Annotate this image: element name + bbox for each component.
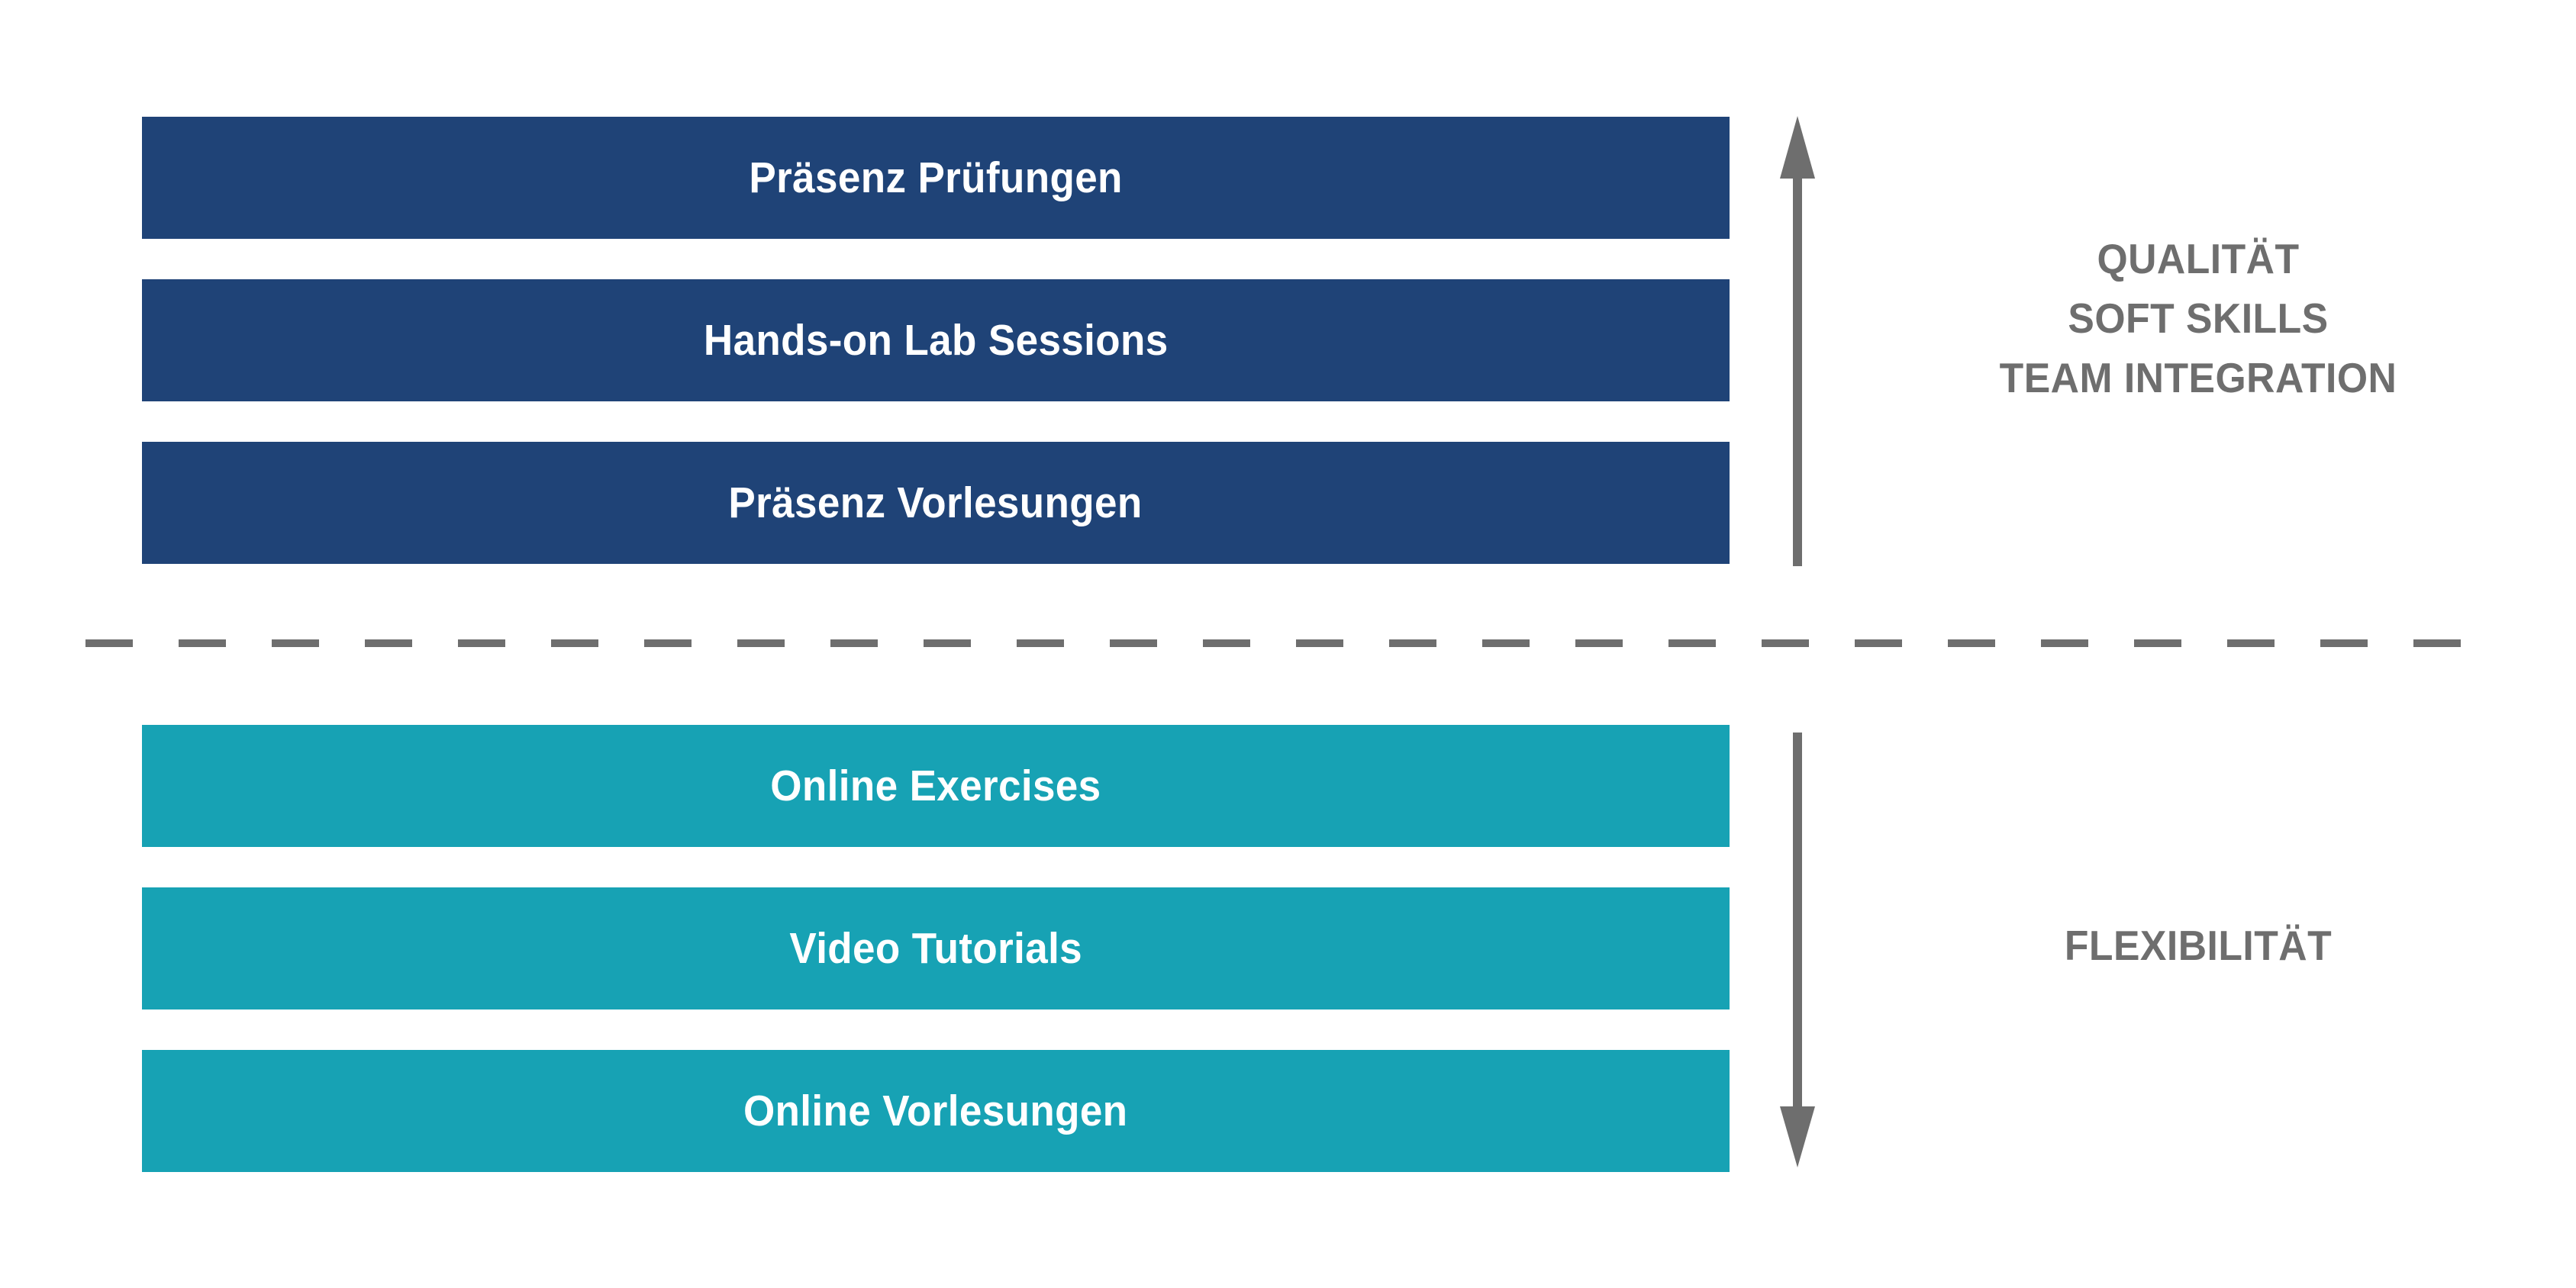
bar-online-exercises[interactable]: Online Exercises: [142, 725, 1730, 847]
bar-label: Präsenz Vorlesungen: [728, 478, 1143, 527]
bar-presence-lab-sessions[interactable]: Hands-on Lab Sessions: [142, 279, 1730, 401]
bar-label: Online Exercises: [770, 761, 1101, 810]
dashed-divider: [85, 639, 2496, 647]
bar-presence-vorlesungen[interactable]: Präsenz Vorlesungen: [142, 442, 1730, 564]
arrow-down-icon: [1778, 733, 1817, 1167]
bar-label: Präsenz Prüfungen: [749, 153, 1123, 202]
group-label-line: SOFT SKILLS: [2068, 295, 2329, 343]
bar-online-vorlesungen[interactable]: Online Vorlesungen: [142, 1050, 1730, 1172]
group-label-quality: QUALITÄT SOFT SKILLS TEAM INTEGRATION: [1875, 229, 2521, 407]
group-label-flexibility: FLEXIBILITÄT: [1875, 916, 2521, 975]
bar-online-video-tutorials[interactable]: Video Tutorials: [142, 887, 1730, 1009]
group-label-line: FLEXIBILITÄT: [2064, 922, 2333, 969]
bar-label: Online Vorlesungen: [743, 1086, 1128, 1135]
bar-presence-pruefungen[interactable]: Präsenz Prüfungen: [142, 117, 1730, 239]
group-label-line: QUALITÄT: [2097, 235, 2300, 282]
bar-label: Video Tutorials: [789, 923, 1082, 973]
group-label-line: TEAM INTEGRATION: [1999, 354, 2397, 402]
arrow-up-icon: [1778, 116, 1817, 566]
bar-label: Hands-on Lab Sessions: [703, 315, 1169, 365]
